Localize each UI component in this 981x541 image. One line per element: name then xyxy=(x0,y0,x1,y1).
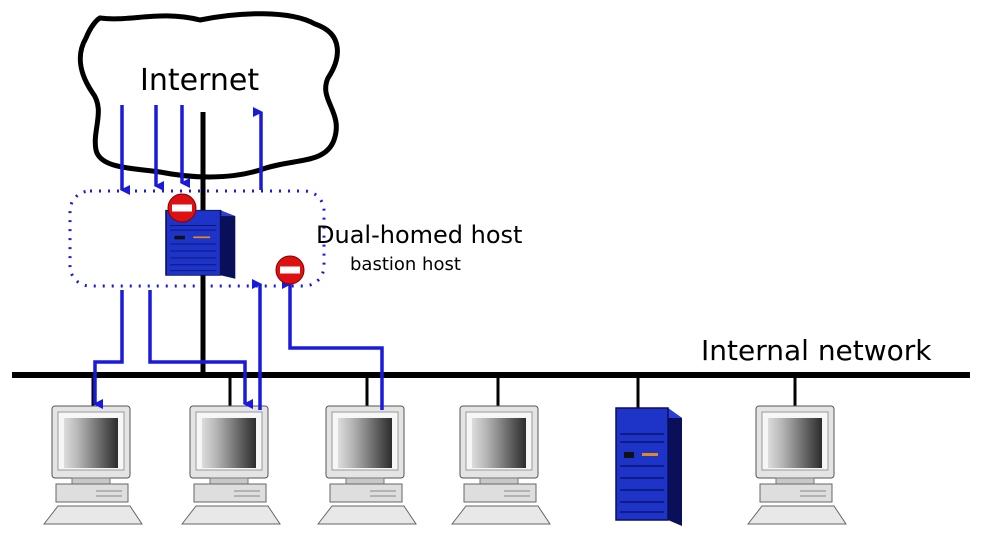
internal-network-label: Internal network xyxy=(701,334,932,367)
dual-homed-host-label: Dual-homed host xyxy=(316,221,523,249)
internet-cloud xyxy=(77,11,340,180)
no-entry-icon-2 xyxy=(275,255,305,285)
no-entry-icon-1 xyxy=(167,193,197,223)
arrow-to-computer-1 xyxy=(93,290,124,409)
computer-icon-4 xyxy=(451,405,551,525)
computer-icon-1 xyxy=(43,405,143,525)
computer-icon-5 xyxy=(747,405,847,525)
network-server-icon xyxy=(615,407,683,527)
arrow-from-computer-3 xyxy=(282,279,384,410)
computer-icon-3 xyxy=(317,405,417,525)
arrow-to-computer-2 xyxy=(148,290,253,409)
dual-homed-host-boundary xyxy=(68,189,326,288)
bastion-host-label: bastion host xyxy=(350,254,461,275)
computer-icon-2 xyxy=(181,405,281,525)
internet-label: Internet xyxy=(140,63,260,98)
